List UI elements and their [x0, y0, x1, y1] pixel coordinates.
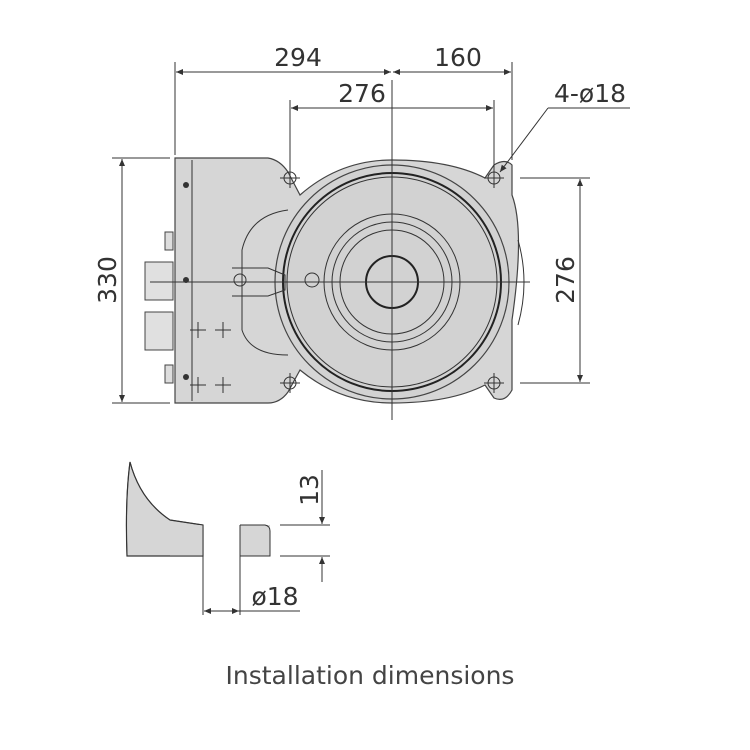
- dim-160: 160: [434, 43, 482, 72]
- dim-hole-diameter: ø18: [251, 582, 298, 611]
- dim-276-horizontal: 276: [338, 79, 386, 108]
- caption: Installation dimensions: [226, 661, 515, 690]
- hole-callout: 4-ø18: [554, 79, 626, 108]
- mounting-holes: [280, 168, 504, 393]
- dim-276-vertical: 276: [551, 256, 580, 304]
- dim-330: 330: [93, 256, 122, 304]
- flange-section-detail: [125, 461, 330, 615]
- dim-13: 13: [295, 474, 324, 506]
- robot-base-top-view: [144, 80, 530, 420]
- dimension-lines: [112, 62, 630, 404]
- dim-294: 294: [274, 43, 322, 72]
